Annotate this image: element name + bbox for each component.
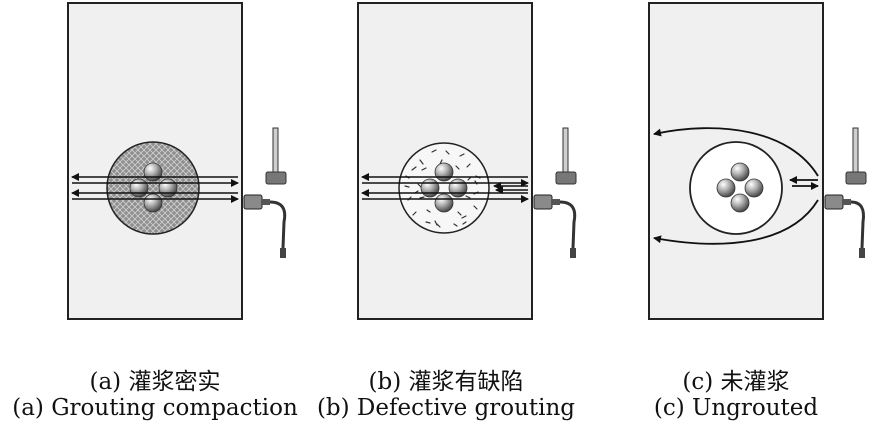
duct-c	[689, 141, 783, 235]
duct-b	[398, 142, 490, 234]
wave-paths-b	[361, 173, 529, 203]
caption-zh-b: (b) 灌浆有缺陷	[368, 369, 524, 395]
sensor-icon	[243, 194, 287, 258]
caption-zh-a: (a) 灌浆密实	[89, 369, 221, 395]
sensor-icon	[533, 194, 577, 258]
hammer-icon	[845, 127, 867, 185]
caption-en-c: (c) Ungrouted	[653, 395, 819, 421]
hammer-icon	[265, 127, 287, 185]
panel-a	[67, 2, 287, 320]
caption-zh-c: (c) 未灌浆	[682, 369, 790, 395]
caption-en-b: (b) Defective grouting	[316, 395, 576, 421]
panel-c	[648, 2, 867, 320]
duct-a	[106, 141, 200, 235]
strand-bundle-c	[716, 162, 764, 213]
concrete-block-b	[357, 2, 533, 320]
caption-en-a: (a) Grouting compaction	[12, 395, 298, 421]
hammer-icon	[555, 127, 577, 185]
wave-paths-c	[653, 127, 819, 245]
panel-b	[357, 2, 577, 320]
wave-paths-a	[71, 173, 239, 203]
sensor-icon	[824, 194, 865, 258]
